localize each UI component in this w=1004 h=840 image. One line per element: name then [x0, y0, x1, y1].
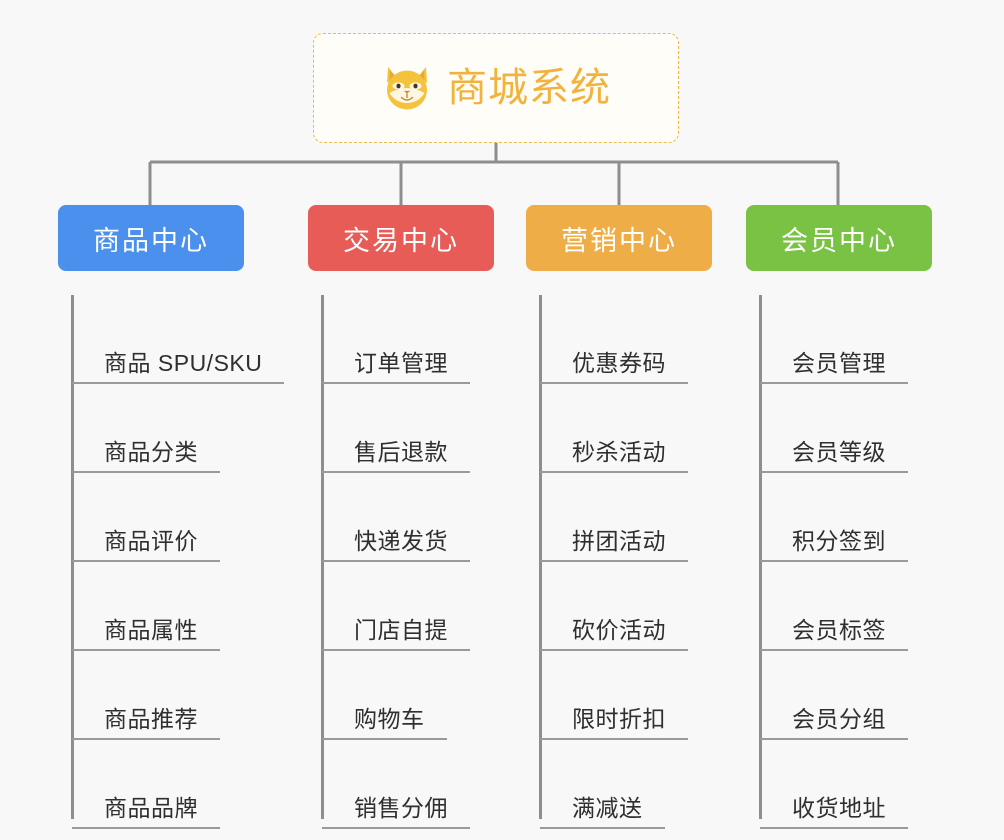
list-item[interactable]: 商品分类	[72, 384, 244, 473]
list-item[interactable]: 订单管理	[322, 295, 494, 384]
leaf-label: 满减送	[572, 794, 643, 821]
branch-header-product-center[interactable]: 商品中心	[58, 205, 244, 271]
list-item[interactable]: 商品属性	[72, 562, 244, 651]
list-item[interactable]: 商品评价	[72, 473, 244, 562]
list-item[interactable]: 购物车	[322, 651, 494, 740]
list-item[interactable]: 商品品牌	[72, 740, 244, 829]
list-item[interactable]: 秒杀活动	[540, 384, 712, 473]
leaf-label: 积分签到	[792, 527, 886, 554]
leaf-label: 购物车	[354, 705, 425, 732]
leaf-label: 商品评价	[104, 527, 198, 554]
leaf-spine	[759, 295, 762, 819]
list-item[interactable]: 门店自提	[322, 562, 494, 651]
list-item[interactable]: 商品推荐	[72, 651, 244, 740]
leaf-list-marketing-center: 优惠券码 秒杀活动 拼团活动 砍价活动 限时折扣 满减送	[526, 295, 712, 829]
list-item[interactable]: 会员分组	[760, 651, 932, 740]
branch-column-product-center: 商品中心 商品 SPU/SKU 商品分类 商品评价 商品属性 商品推荐 商品品牌	[58, 205, 285, 829]
leaf-spine	[71, 295, 74, 819]
leaf-spine	[539, 295, 542, 819]
branch-header-transaction-center[interactable]: 交易中心	[308, 205, 494, 271]
leaf-label: 商品推荐	[104, 705, 198, 732]
branch-column-member-center: 会员中心 会员管理 会员等级 积分签到 会员标签 会员分组 收货地址	[746, 205, 932, 829]
list-item[interactable]: 会员管理	[760, 295, 932, 384]
leaf-label: 会员标签	[792, 616, 886, 643]
leaf-label: 会员管理	[792, 349, 886, 376]
list-item[interactable]: 优惠券码	[540, 295, 712, 384]
leaf-label: 商品 SPU/SKU	[104, 349, 263, 376]
list-item[interactable]: 积分签到	[760, 473, 932, 562]
leaf-list-product-center: 商品 SPU/SKU 商品分类 商品评价 商品属性 商品推荐 商品品牌	[58, 295, 285, 829]
leaf-label: 销售分佣	[354, 794, 448, 821]
leaf-label: 快递发货	[354, 527, 448, 554]
leaf-list-member-center: 会员管理 会员等级 积分签到 会员标签 会员分组 收货地址	[746, 295, 932, 829]
list-item[interactable]: 销售分佣	[322, 740, 494, 829]
leaf-label: 售后退款	[354, 438, 448, 465]
list-item[interactable]: 商品 SPU/SKU	[72, 295, 285, 384]
root-node-mall-system[interactable]: 商城系统	[313, 33, 679, 143]
list-item[interactable]: 限时折扣	[540, 651, 712, 740]
branch-header-label: 会员中心	[781, 225, 897, 256]
leaf-label: 限时折扣	[572, 705, 666, 732]
leaf-label: 秒杀活动	[572, 438, 666, 465]
leaf-label: 门店自提	[354, 616, 448, 643]
leaf-label: 拼团活动	[572, 527, 666, 554]
leaf-label: 商品品牌	[104, 794, 198, 821]
leaf-spine	[321, 295, 324, 819]
leaf-label: 优惠券码	[572, 349, 666, 376]
leaf-label: 订单管理	[354, 349, 448, 376]
leaf-label: 会员分组	[792, 705, 886, 732]
list-item[interactable]: 会员标签	[760, 562, 932, 651]
shiba-dog-face-icon	[387, 67, 427, 110]
list-item[interactable]: 砍价活动	[540, 562, 712, 651]
list-item[interactable]: 快递发货	[322, 473, 494, 562]
list-item[interactable]: 收货地址	[760, 740, 932, 829]
branch-column-marketing-center: 营销中心 优惠券码 秒杀活动 拼团活动 砍价活动 限时折扣 满减送	[526, 205, 712, 829]
leaf-label: 会员等级	[792, 438, 886, 465]
leaf-label: 商品分类	[104, 438, 198, 465]
branch-header-label: 交易中心	[343, 225, 459, 256]
branch-column-transaction-center: 交易中心 订单管理 售后退款 快递发货 门店自提 购物车 销售分佣	[308, 205, 494, 829]
branch-header-marketing-center[interactable]: 营销中心	[526, 205, 712, 271]
list-item[interactable]: 会员等级	[760, 384, 932, 473]
leaf-label: 商品属性	[104, 616, 198, 643]
leaf-list-transaction-center: 订单管理 售后退款 快递发货 门店自提 购物车 销售分佣	[308, 295, 494, 829]
leaf-label: 砍价活动	[572, 616, 666, 643]
list-item[interactable]: 拼团活动	[540, 473, 712, 562]
list-item[interactable]: 满减送	[540, 740, 712, 829]
branch-header-member-center[interactable]: 会员中心	[746, 205, 932, 271]
branch-header-label: 商品中心	[93, 225, 209, 256]
leaf-label: 收货地址	[792, 794, 886, 821]
root-node-title: 商城系统	[447, 66, 611, 110]
list-item[interactable]: 售后退款	[322, 384, 494, 473]
branch-header-label: 营销中心	[561, 225, 677, 256]
